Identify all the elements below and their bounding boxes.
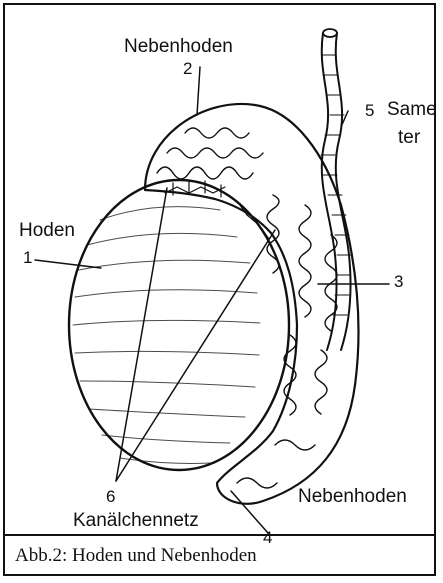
figure-frame: Nebenhoden 2 5 Same ter Hoden 1 3 Nebenh… <box>3 3 436 576</box>
label-sperm-duct-line2: ter <box>398 128 420 147</box>
testis-hatching <box>73 207 260 464</box>
sperm-duct-opening <box>323 29 337 37</box>
label-number-1: 1 <box>23 249 32 266</box>
label-number-6: 6 <box>106 488 115 505</box>
label-number-3: 3 <box>394 273 403 290</box>
label-number-5: 5 <box>365 102 374 119</box>
testis-shape <box>69 180 289 470</box>
epididymis-outline <box>145 104 359 504</box>
label-number-2: 2 <box>183 60 192 77</box>
figure-caption: Abb.2: Hoden und Nebenhoden <box>5 534 434 574</box>
label-testis: Hoden <box>19 221 75 240</box>
leader-line-4 <box>231 491 268 533</box>
leader-line-6b <box>116 230 275 481</box>
leader-line-1 <box>35 260 101 268</box>
label-epididymis-bottom: Nebenhoden <box>298 487 407 506</box>
leader-line-6a <box>116 188 167 481</box>
label-epididymis-top: Nebenhoden <box>124 37 233 56</box>
sperm-duct-right <box>336 33 351 350</box>
label-tubule-network: Kanälchennetz <box>73 511 199 530</box>
label-sperm-duct-line1: Same <box>387 100 437 119</box>
epididymis-coils <box>157 128 337 488</box>
leader-line-2 <box>197 67 200 115</box>
